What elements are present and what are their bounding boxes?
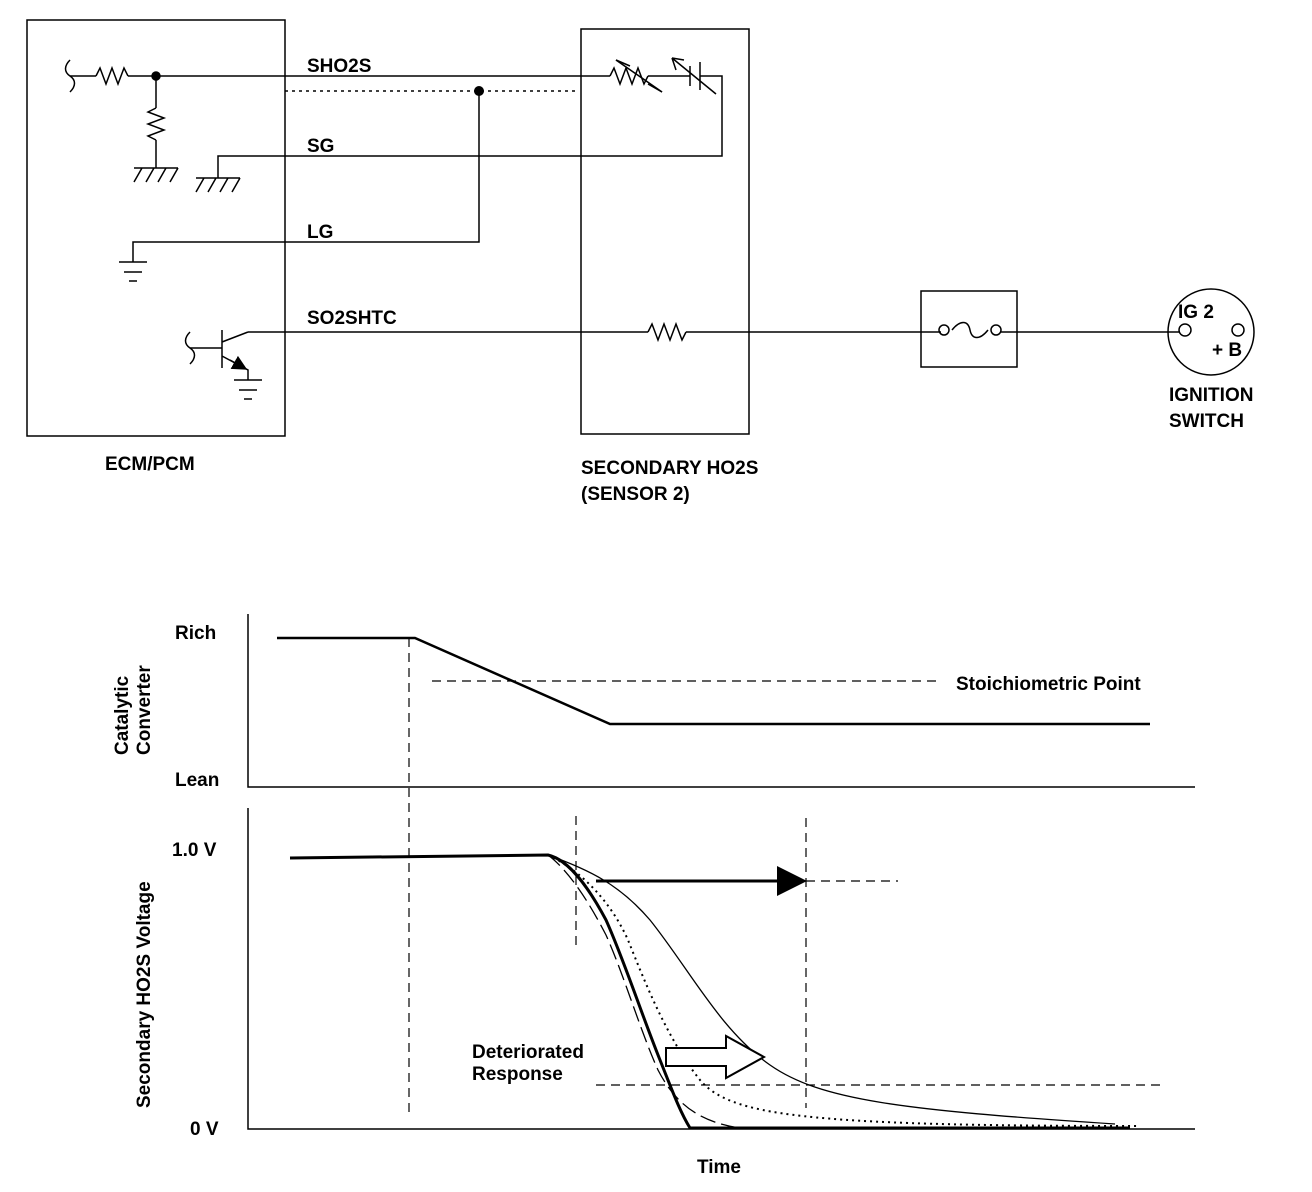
- ecm-label: ECM/PCM: [105, 454, 195, 475]
- variable-resistor-icon: [609, 65, 649, 87]
- wire-label-so2shtc: SO2SHTC: [307, 308, 397, 329]
- top-graph-axes: [247, 614, 1195, 788]
- wire-label-sho2s: SHO2S: [307, 56, 371, 77]
- ecm-box: [26, 19, 286, 437]
- deteriorated-label-line1: Deteriorated: [472, 1042, 584, 1063]
- plus-b-label: + B: [1212, 340, 1242, 361]
- plus-b-terminal: [1231, 323, 1245, 337]
- fuse-box: [920, 290, 1018, 368]
- deteriorated-label-line2: Response: [472, 1064, 563, 1085]
- ig2-label: IG 2: [1178, 302, 1214, 323]
- timing-graphs: [247, 614, 1195, 1130]
- chassis-ground-icon: [195, 177, 241, 193]
- normal-response-trace: [289, 853, 1130, 1130]
- sensor-box: [580, 28, 750, 435]
- deteriorated-arrow-icon: [665, 1034, 767, 1080]
- ignition-label-line2: SWITCH: [1169, 411, 1244, 432]
- ignition-label-line1: IGNITION: [1169, 385, 1253, 406]
- sensor-label-line1: SECONDARY HO2S: [581, 458, 758, 479]
- heater-resistor-icon: [647, 321, 687, 343]
- resistor-icon: [145, 107, 167, 141]
- rich-label: Rich: [175, 623, 216, 644]
- top-ylabel-line2: Converter: [134, 665, 155, 755]
- transistor-icon: [221, 330, 249, 380]
- top-ylabel-line1: Catalytic: [112, 675, 133, 755]
- sensor-label-line2: (SENSOR 2): [581, 484, 690, 505]
- deteriorated-response-trace: [547, 854, 1116, 1125]
- resistor-icon: [95, 65, 129, 87]
- wire-label-sg: SG: [307, 136, 334, 157]
- slight-delay-trace: [547, 854, 741, 1129]
- logic-ground-icon: [119, 261, 147, 282]
- wire-label-lg: LG: [307, 222, 333, 243]
- v-high-label: 1.0 V: [172, 840, 217, 861]
- bottom-ylabel: Secondary HO2S Voltage: [134, 881, 155, 1108]
- time-axis-label: Time: [697, 1157, 741, 1178]
- logic-ground-icon: [234, 379, 262, 400]
- chassis-ground-icon: [133, 167, 179, 183]
- v-low-label: 0 V: [190, 1119, 219, 1140]
- lean-label: Lean: [175, 770, 219, 791]
- ig2-terminal: [1178, 323, 1192, 337]
- circuit-diagram: [26, 19, 1255, 437]
- fuse-icon: [951, 321, 989, 339]
- stoich-label: Stoichiometric Point: [956, 674, 1141, 695]
